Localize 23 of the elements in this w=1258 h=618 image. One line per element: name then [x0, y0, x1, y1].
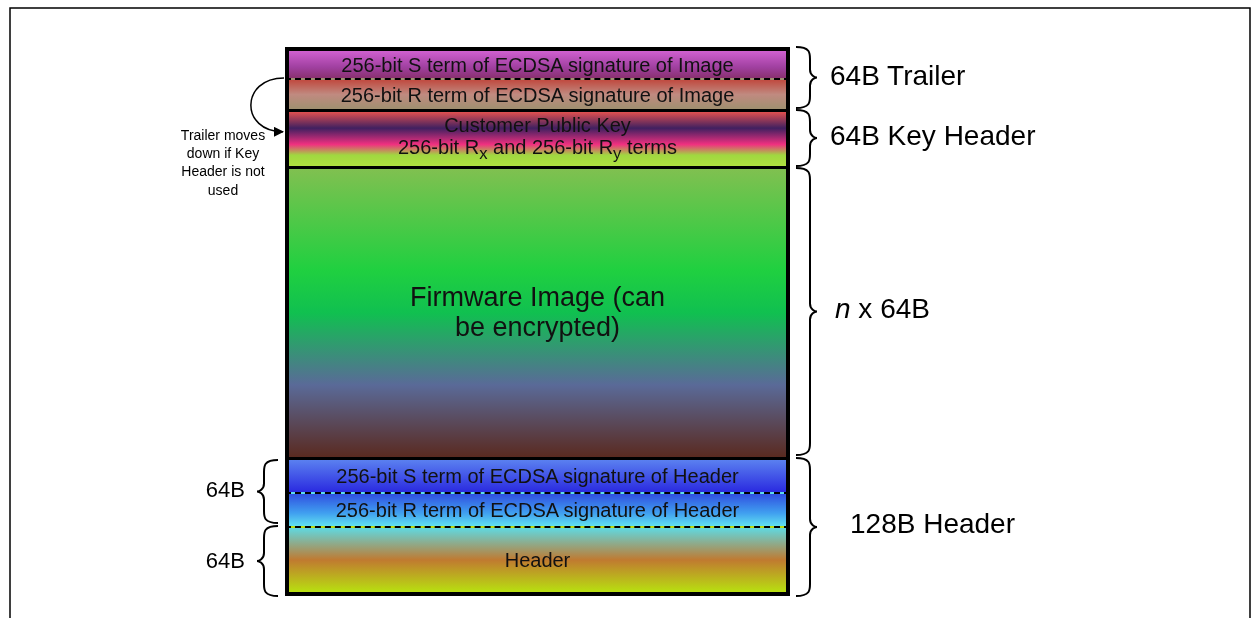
size-label: 64B Key Header — [830, 120, 1036, 152]
firmware-block — [285, 166, 790, 457]
row-text: 256-bit R term of ECDSA signature of Image — [340, 83, 735, 106]
size-label: n x 64B — [835, 293, 930, 325]
size-label: 64B Trailer — [830, 60, 966, 92]
note-text: Trailer moves down if Key Header is not used — [179, 126, 267, 199]
row-text: 256-bit S term of ECDSA signature of Header — [336, 465, 739, 487]
signature-row — [285, 492, 790, 526]
row-text: 256-bit S term of ECDSA signature of Image — [341, 53, 734, 76]
row-text: Firmware Image (can be encrypted) — [408, 283, 667, 343]
row-text: Customer Public Key — [444, 114, 631, 137]
row-text: 256-bit R term of ECDSA signature of Header — [335, 499, 740, 521]
header-block — [285, 526, 790, 596]
curved-arrow — [250, 77, 285, 136]
size-label: 64B — [205, 477, 245, 503]
signature-row — [285, 457, 790, 492]
row-text: 256-bit R$_{x}$ and 256-bit R$_{y}$ terms — [398, 136, 677, 164]
size-label: 128B Header — [850, 508, 1015, 540]
signature-row — [285, 78, 790, 109]
key-header-block — [285, 109, 790, 166]
size-label: 64B — [205, 548, 245, 574]
row-text: Header — [504, 549, 571, 571]
signature-row — [285, 47, 790, 78]
